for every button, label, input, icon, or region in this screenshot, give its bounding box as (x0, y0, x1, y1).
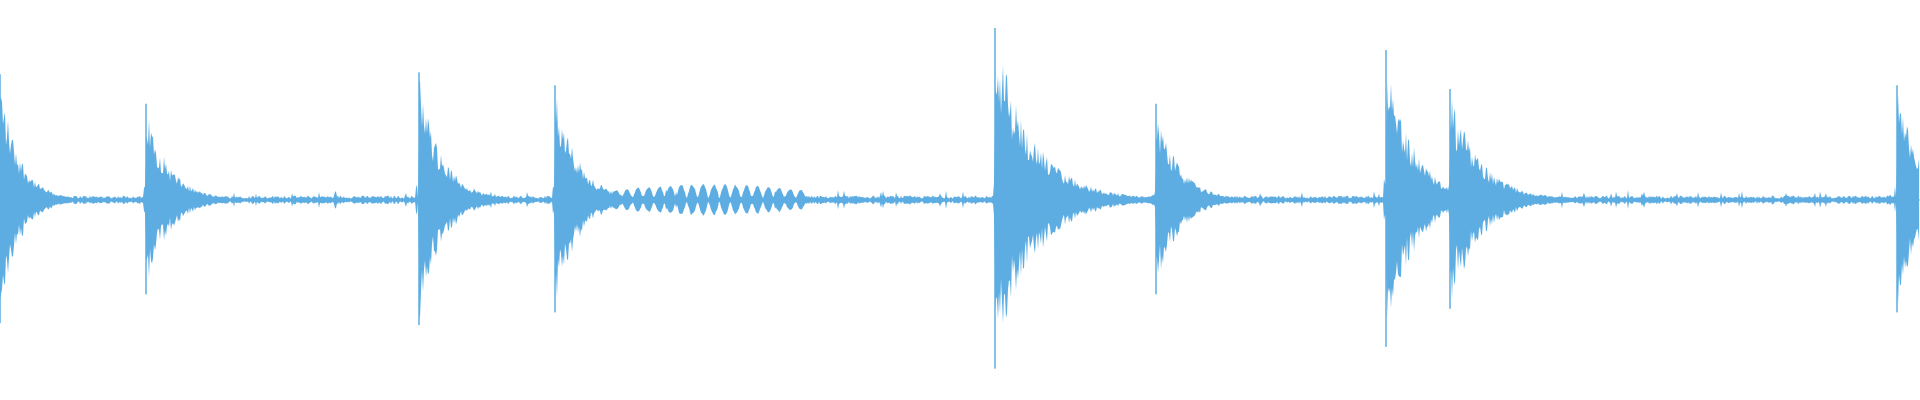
waveform-envelope (0, 65, 1919, 326)
